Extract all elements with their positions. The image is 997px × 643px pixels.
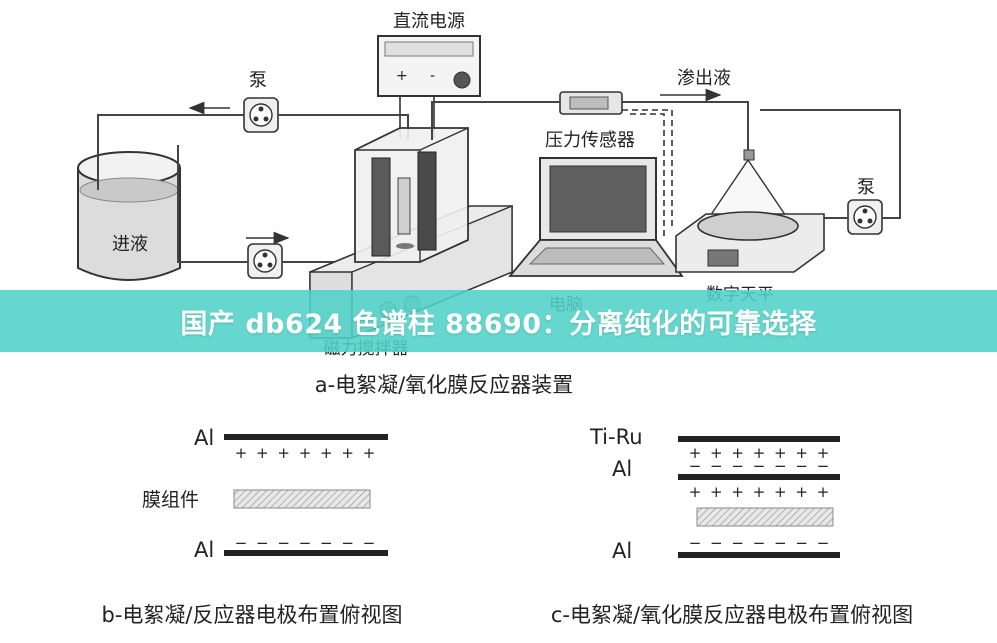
power-plus-label: + <box>396 68 408 84</box>
pump-left-label: 泵 <box>249 70 267 91</box>
electrode-plate <box>417 151 437 251</box>
membrane-module <box>397 177 411 235</box>
power-supply-label: 直流电源 <box>393 11 465 32</box>
electrode-bar <box>224 550 388 556</box>
caption-a: a-电絮凝/氧化膜反应器装置 <box>315 373 574 397</box>
membrane-module-b <box>233 489 371 509</box>
electrode-plate <box>371 157 391 257</box>
electrode-bar <box>224 434 388 440</box>
pump-bottom <box>247 243 283 279</box>
pressure-sensor: 压力传感器 <box>545 91 635 151</box>
feed-label: 进液 <box>112 234 148 255</box>
electrode-label-c-top: Ti-Ru <box>589 425 643 449</box>
reactor-vessel <box>354 127 469 263</box>
electrode-bar <box>678 474 840 480</box>
electrode-label-c-bottom: Al <box>612 539 632 563</box>
diagram-c: Ti-Ru + + + + + + + − − − − − − − Al + +… <box>551 425 913 627</box>
balance-display <box>707 249 739 267</box>
electrode-label-b-top: Al <box>194 426 214 450</box>
charge-signs: + + + + + + + <box>689 444 832 462</box>
charge-signs: + + + + + + + <box>235 444 378 462</box>
electrode-bar <box>678 552 840 558</box>
charge-signs: − − − − − − − <box>235 534 378 552</box>
signal-lines <box>622 109 673 240</box>
charge-signs: − − − − − − − <box>689 457 832 475</box>
membrane-label-b: 膜组件 <box>142 489 199 511</box>
banner-title: 国产 db624 色谱柱 88690：分离纯化的可靠选择 <box>180 308 817 340</box>
pump-right-label: 泵 <box>857 177 875 198</box>
caption-c: c-电絮凝/氧化膜反应器电极布置俯视图 <box>551 603 913 627</box>
diagram-b: Al + + + + + + + 膜组件 − − − − − − − Al b-… <box>102 426 403 627</box>
dc-power-supply: + - 直流电源 <box>377 11 481 97</box>
power-minus-label: - <box>430 68 435 84</box>
caption-b: b-电絮凝/反应器电极布置俯视图 <box>102 603 403 627</box>
feed-tank: 进液 <box>77 151 181 281</box>
charge-signs: − − − − − − − <box>689 534 832 552</box>
power-knob-icon <box>453 71 471 89</box>
electrode-bar <box>678 436 840 442</box>
computer: 电脑 <box>508 157 684 315</box>
membrane-module-c <box>696 507 834 527</box>
electrode-label-b-bottom: Al <box>194 538 214 562</box>
title-banner: 国产 db624 色谱柱 88690：分离纯化的可靠选择 <box>0 290 997 352</box>
pump-left: 泵 <box>243 70 279 133</box>
stir-bar <box>396 243 414 249</box>
pressure-sensor-label: 压力传感器 <box>545 130 635 151</box>
pump-right: 泵 <box>847 177 883 235</box>
permeate-label: 渗出液 <box>677 68 731 89</box>
permeate-pipes <box>431 101 901 219</box>
charge-signs: + + + + + + + <box>689 483 832 501</box>
electrode-label-c-second: Al <box>612 457 632 481</box>
